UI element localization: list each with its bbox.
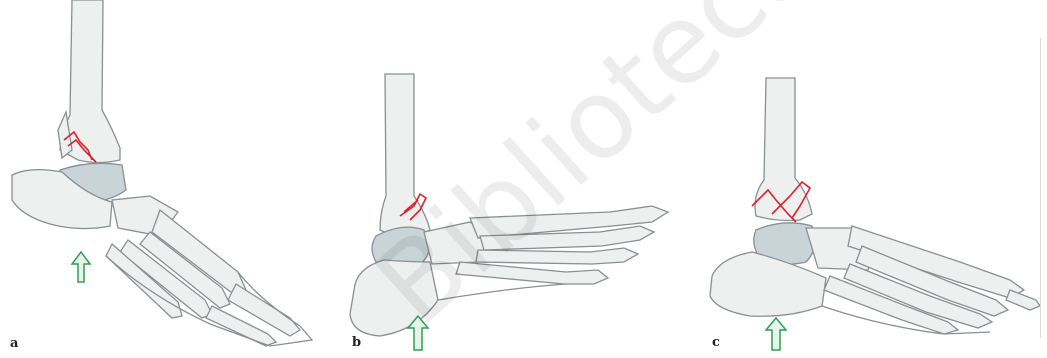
force-arrow-c — [766, 318, 786, 350]
panel-label-b: b — [352, 335, 361, 350]
phalanges-c — [1006, 290, 1040, 310]
panel-label-a: a — [10, 336, 19, 351]
panel-a-illustration — [12, 0, 312, 346]
panel-c-illustration — [710, 78, 1040, 350]
panel-label-c: c — [712, 335, 720, 350]
force-arrow-a — [72, 252, 90, 282]
right-border-line — [1040, 38, 1041, 338]
calcaneus-c — [710, 252, 826, 316]
